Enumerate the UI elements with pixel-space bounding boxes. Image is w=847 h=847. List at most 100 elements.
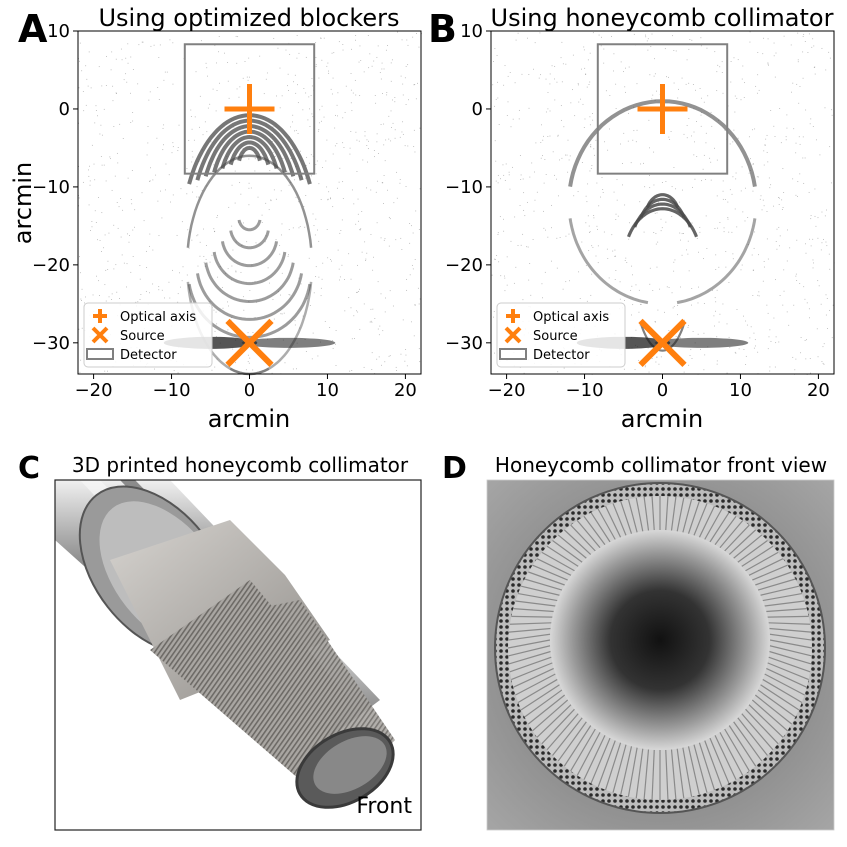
ray-arc [676, 218, 757, 305]
radial-vane [651, 496, 655, 531]
radial-vane [570, 728, 596, 772]
radial-vane [511, 662, 553, 681]
radial-vane [693, 503, 708, 536]
radial-vane [745, 551, 779, 572]
radial-vane [704, 740, 723, 788]
chart-title-b: Using honeycomb collimator [491, 4, 834, 32]
radial-vane [719, 731, 744, 776]
radial-vane [541, 708, 575, 745]
y-tick-label: −20 [32, 255, 70, 276]
radial-vane [698, 505, 716, 538]
radial-vane [643, 496, 650, 531]
x-tick-label: −20 [75, 380, 113, 401]
ray-arc [221, 241, 278, 268]
x-tick-label: −10 [566, 380, 604, 401]
radial-vane [521, 585, 560, 596]
ray-arc [204, 262, 295, 304]
source-band [241, 337, 336, 348]
radial-vane [508, 645, 551, 657]
ray-arc [220, 134, 279, 170]
ray-arc [196, 273, 303, 321]
panel-letter-c: C [18, 451, 40, 486]
radial-vane [635, 497, 644, 532]
radial-vane [757, 578, 796, 591]
radial-vane [670, 496, 677, 531]
x-axis-label-a: arcmin [208, 405, 291, 433]
radial-vane [676, 497, 685, 532]
radial-vane [737, 540, 768, 563]
radial-vane [570, 524, 596, 552]
radial-vane [687, 746, 700, 795]
optical-axis-marker [637, 83, 688, 134]
legend-label: Detector [533, 348, 590, 363]
detector-box [183, 43, 316, 175]
radial-vane [665, 496, 669, 531]
photo-frame-d [486, 479, 835, 831]
y-tick-label: −10 [32, 177, 70, 198]
radial-vane [682, 499, 693, 533]
radial-vane [762, 592, 803, 602]
radial-vane [693, 744, 708, 793]
radial-vane [508, 627, 551, 633]
panel-a: A Using optimized blockers arcmin arcmin… [9, 4, 422, 433]
radial-vane [563, 529, 592, 555]
legend-rect-icon [86, 348, 114, 360]
radial-vane [741, 713, 774, 751]
radial-vane [741, 545, 774, 567]
radial-vane [620, 500, 633, 534]
radial-vane [767, 615, 809, 618]
radial-vane [563, 725, 592, 767]
radial-vane [768, 622, 811, 625]
x-tick-label: 10 [316, 380, 339, 401]
radial-vane [509, 656, 552, 673]
radial-vane [528, 571, 565, 586]
radial-vane [769, 650, 812, 665]
legend-x-icon [91, 326, 109, 344]
radial-vane [532, 564, 568, 581]
ray-arc [639, 197, 686, 218]
radial-vane [748, 558, 784, 576]
radial-vane [597, 508, 616, 540]
ray-arc [229, 230, 270, 250]
radial-vane [604, 505, 622, 538]
panel-c: C 3D printed honeycomb collimator Front [18, 451, 422, 831]
radial-vane [627, 499, 638, 533]
photo-title-d: Honeycomb collimator front view [495, 453, 827, 477]
radial-vane [737, 717, 768, 756]
radial-vane [643, 749, 650, 800]
radial-vane [651, 749, 655, 800]
detector-box [596, 43, 729, 175]
radial-vane [670, 749, 677, 800]
x-tick-label: 20 [394, 380, 417, 401]
radial-vane [604, 742, 622, 791]
ray-arc [237, 219, 262, 232]
radial-vane [612, 503, 627, 536]
radial-vane [557, 721, 587, 762]
y-tick-label: 0 [59, 99, 70, 120]
radial-vane [541, 551, 575, 572]
ray-arc [645, 193, 680, 209]
source-band [654, 337, 749, 348]
radial-vane [728, 725, 757, 767]
ray-arc [228, 140, 271, 166]
radial-vane [507, 639, 551, 649]
optical-axis-marker [224, 83, 275, 134]
ray-arc [568, 218, 649, 305]
legend-label: Detector [120, 348, 177, 363]
radial-vane [760, 684, 800, 711]
radial-vane [515, 673, 556, 696]
radial-vane [709, 737, 730, 784]
radial-vane [524, 689, 563, 718]
radial-vane [745, 708, 779, 745]
radial-vane [597, 740, 616, 788]
radial-vane [546, 545, 579, 567]
panel-letter-d: D [442, 451, 467, 486]
radial-vane [733, 721, 763, 762]
legend-label: Source [120, 329, 165, 344]
radial-vane [709, 512, 730, 543]
radial-vane [760, 585, 799, 596]
